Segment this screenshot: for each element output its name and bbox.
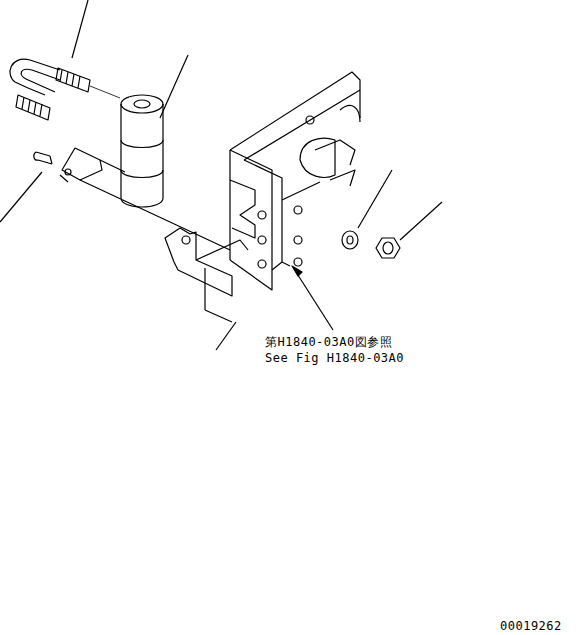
spacer-collar: [121, 95, 163, 207]
u-bolt: [10, 59, 120, 120]
reference-arrowhead: [292, 266, 302, 276]
figure-reference-ja: 第H1840-03A0図参照: [265, 335, 392, 349]
leader-line: [160, 55, 188, 118]
washer: [342, 231, 358, 249]
leader-line: [358, 170, 392, 228]
frame-plate: [230, 72, 360, 290]
drawing-number: 00019262: [500, 619, 562, 633]
reference-arrow-line: [296, 272, 333, 330]
nut: [376, 238, 400, 258]
bolt: [34, 152, 52, 164]
mounting-bracket: [165, 228, 248, 322]
clamp-strap: [60, 148, 230, 250]
leader-line: [400, 202, 442, 240]
leader-line: [72, 0, 88, 58]
leader-line: [216, 322, 236, 350]
figure-reference-en: See Fig H1840-03A0: [265, 351, 404, 365]
leader-line: [0, 172, 42, 222]
